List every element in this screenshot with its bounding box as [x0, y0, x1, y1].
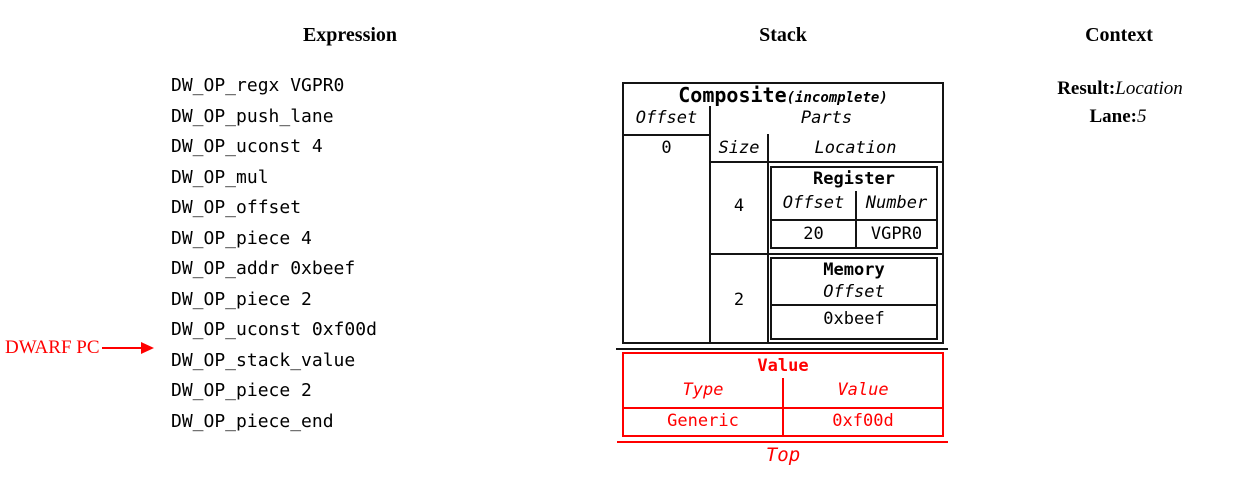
composite-parts-header: Parts	[800, 108, 853, 128]
part2-size-value: 2	[733, 290, 745, 310]
stack-top-label: Top	[765, 444, 801, 466]
opcode-line: DW_OP_uconst 0xf00d	[171, 319, 377, 340]
register-table-title: Register	[813, 169, 895, 189]
opcode-line-dwarf-pc: DW_OP_stack_value	[171, 349, 356, 371]
memory-header-underline	[772, 304, 936, 306]
composite-offset-value: 0	[661, 138, 672, 158]
opcode-line: DW_OP_uconst 4	[171, 136, 323, 157]
part1-size-value: 4	[733, 196, 745, 216]
size-location-divider	[767, 134, 769, 342]
opcode-line: DW_OP_piece 4	[171, 227, 312, 249]
composite-size-header: Size	[718, 138, 760, 158]
dwarf-pc-arrow-icon	[140, 342, 154, 354]
value-type-value: Generic	[667, 411, 739, 431]
composite-title-row: Composite(incomplete)	[624, 85, 942, 108]
value-value-header: Value	[837, 380, 889, 400]
value-columns-divider	[782, 378, 784, 435]
stack-value-entry: Value Type Value Generic 0xf00d	[622, 352, 944, 437]
composite-qualifier: (incomplete)	[786, 90, 888, 106]
parts-header-underline	[711, 161, 942, 163]
composite-offset-header: Offset	[635, 108, 698, 128]
result-value: Location	[1115, 78, 1183, 99]
value-type-header: Type	[682, 380, 724, 400]
lane-label: Lane:	[1089, 106, 1138, 127]
composite-title: Composite	[678, 83, 787, 107]
context-column-title: Context	[1085, 24, 1153, 46]
expression-opcode-list: DW_OP_regx VGPR0 DW_OP_push_lane DW_OP_u…	[171, 71, 377, 437]
register-header-underline	[772, 219, 936, 221]
composite-location-header: Location	[814, 138, 897, 158]
value-header-underline	[624, 407, 942, 409]
parts-row-divider	[711, 253, 942, 255]
opcode-line: DW_OP_regx VGPR0	[171, 75, 345, 96]
dwarf-pc-label: DWARF PC	[5, 337, 100, 358]
stack-column-title: Stack	[759, 24, 807, 46]
value-table-title: Value	[757, 356, 809, 376]
opcode-line: DW_OP_mul	[171, 166, 269, 188]
stack-composite-entry: Composite(incomplete) Offset Parts 0 Siz…	[622, 82, 944, 344]
register-location-table: Register Offset Number 20 VGPR0	[770, 166, 938, 249]
register-number-value: VGPR0	[870, 224, 923, 244]
opcode-line: DW_OP_piece 2	[171, 288, 312, 310]
memory-offset-header: Offset	[823, 282, 885, 302]
context-lane-line: Lane:5	[1090, 106, 1147, 128]
memory-location-table: Memory Offset 0xbeef	[770, 257, 938, 340]
context-result-line: Result:Location	[1057, 78, 1183, 100]
opcode-line: DW_OP_push_lane	[171, 105, 334, 127]
opcode-line: DW_OP_piece 2	[171, 380, 312, 401]
lane-value: 5	[1137, 106, 1147, 127]
stack-top-separator	[617, 441, 948, 443]
memory-table-title: Memory	[823, 260, 885, 280]
value-value-value: 0xf00d	[832, 411, 894, 431]
opcode-line: DW_OP_piece_end	[171, 410, 334, 432]
register-offset-header: Offset	[782, 193, 845, 213]
offset-header-underline	[624, 134, 711, 136]
result-label: Result:	[1057, 78, 1116, 99]
expression-column-title: Expression	[302, 24, 398, 46]
memory-offset-value: 0xbeef	[823, 309, 885, 329]
opcode-line: DW_OP_offset	[171, 197, 302, 218]
register-number-header: Number	[865, 193, 928, 213]
dwarf-pc-pointer: DWARF PC	[5, 337, 154, 358]
opcode-line: DW_OP_addr 0xbeef	[171, 258, 356, 279]
offset-parts-divider	[709, 106, 711, 342]
dwarf-pc-arrow-line	[101, 347, 141, 349]
stack-entry-separator	[616, 348, 948, 350]
register-offset-value: 20	[803, 224, 824, 244]
